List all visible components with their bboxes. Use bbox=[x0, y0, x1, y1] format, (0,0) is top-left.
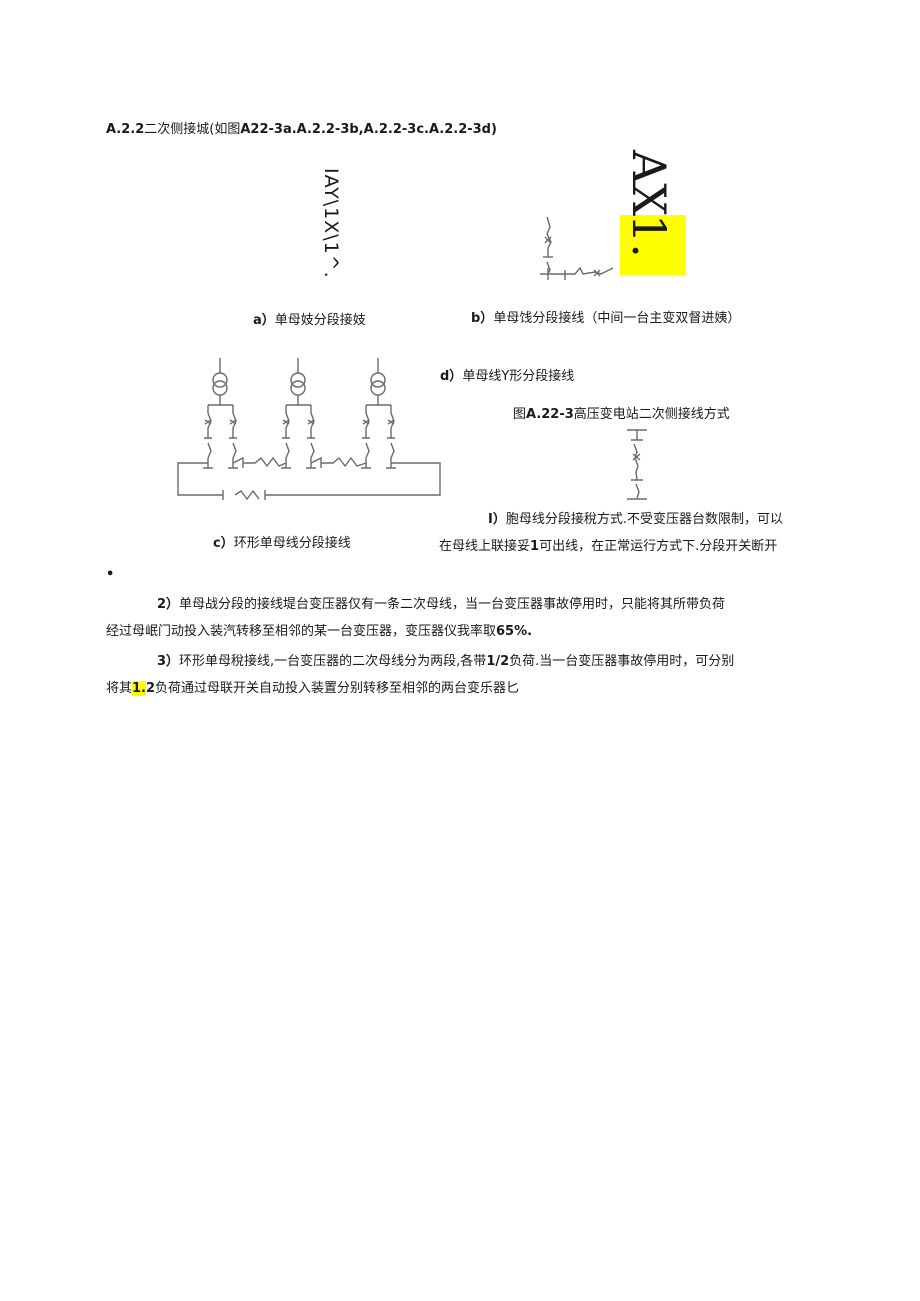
figure-b-highlight bbox=[620, 215, 686, 275]
paragraph-1-text: 胞母线分段接稅方式.不受变压器台数限制，可以 bbox=[505, 512, 783, 527]
figure-a-caption-text: 单母妓分段接妓 bbox=[274, 313, 366, 328]
figure-title-ref: A.22-3 bbox=[526, 407, 574, 422]
section-figure-refs: A22-3a.A.2.2-3b,A.2.2-3c.A.2.2-3d) bbox=[240, 122, 497, 137]
paragraph-1-text-a: 在母线上联接妥 bbox=[439, 539, 531, 554]
paragraph-3-text-c: 将其 bbox=[106, 681, 133, 696]
figure-b-rotated-text-ax: AX bbox=[622, 150, 676, 216]
paragraph-2-label: 2） bbox=[157, 597, 180, 612]
paragraph-1-number: 1 bbox=[530, 539, 540, 554]
paragraph-1-label: I） bbox=[488, 512, 506, 527]
figure-title-text: 高压变电站二次侧接线方式 bbox=[573, 407, 730, 422]
section-heading-text: 二次侧接城(如图 bbox=[144, 122, 241, 137]
figure-c-label: c） bbox=[213, 536, 234, 551]
paragraph-1-line-2: 在母线上联接妥1可出线，在正常运行方式下.分段开关断开 bbox=[439, 538, 777, 556]
figure-a-caption: a）单母妓分段接妓 bbox=[253, 312, 366, 330]
figure-a-rotated-text: IAY\1X\1^. bbox=[320, 168, 342, 279]
paragraph-3-fraction: 1/2 bbox=[486, 654, 510, 669]
figure-b-diagram bbox=[540, 216, 614, 280]
figure-d-label: d） bbox=[440, 369, 463, 384]
paragraph-3-label: 3） bbox=[157, 654, 180, 669]
figure-a-label: a） bbox=[253, 313, 275, 328]
ring-bus bbox=[177, 456, 441, 501]
section-heading: A.2.2二次侧接城(如图A22-3a.A.2.2-3b,A.2.2-3c.A.… bbox=[106, 121, 497, 139]
paragraph-3-line-2: 将其1.2负荷通过母联开关自动投入装置分别转移至相邻的两台变乐器匕 bbox=[106, 680, 519, 698]
paragraph-2-line-2: 经过母岷门动投入装汽转移至相邻的某一台变压器，变压器仪我率取65%. bbox=[106, 623, 532, 641]
bullet: • bbox=[106, 567, 115, 582]
section-number: A.2.2 bbox=[106, 122, 145, 137]
figure-d-caption-text: 单母线Y形分段接线 bbox=[462, 369, 575, 384]
paragraph-2-percentage: 65%. bbox=[496, 624, 533, 639]
paragraph-2-line-1: 2）单母战分段的接线堤台变压器仅有一条二次母线，当一台变压器事故停用时，只能将其… bbox=[157, 596, 725, 614]
figure-c-caption-text: 环形单母线分段接线 bbox=[233, 536, 351, 551]
paragraph-1-text-b: 可出线，在正常运行方式下.分段开关断开 bbox=[539, 539, 778, 554]
figure-title: 图A.22-3高压变电站二次侧接线方式 bbox=[513, 406, 730, 424]
paragraph-3-line-1: 3）环形单母稅接线,一台变压器的二次母线分为两段,各带1/2负荷.当一台变压器事… bbox=[157, 653, 734, 671]
paragraph-3-text-d: 负荷通过母联开关自动投入装置分别转移至相邻的两台变乐器匕 bbox=[155, 681, 520, 696]
figure-b-caption: b）单母饯分段接线（中间一台主变双督进姨） bbox=[471, 310, 740, 328]
transformer-2-icon bbox=[286, 358, 311, 406]
paragraph-1-line-1: I）胞母线分段接稅方式.不受变压器台数限制，可以 bbox=[488, 511, 783, 529]
paragraph-3-text-a: 环形单母稅接线,一台变压器的二次母线分为两段,各带 bbox=[179, 654, 487, 669]
paragraph-2-text-a: 经过母岷门动投入装汽转移至相邻的某一台变压器，变压器仪我率取 bbox=[106, 624, 497, 639]
paragraph-3-text-b: 负荷.当一台变压器事故停用时，可分别 bbox=[509, 654, 735, 669]
figure-b-label: b） bbox=[471, 311, 494, 326]
figure-b-caption-text: 单母饯分段接线（中间一台主变双督进姨） bbox=[493, 311, 741, 326]
paragraph-3-number: 2 bbox=[146, 681, 156, 696]
figure-c-diagram bbox=[177, 358, 441, 501]
figure-c-caption: c）环形单母线分段接线 bbox=[213, 535, 351, 553]
paragraph-2-text: 单母战分段的接线堤台变压器仅有一条二次母线，当一台变压器事故停用时，只能将其所带… bbox=[179, 597, 726, 612]
figure-d-diagram bbox=[627, 429, 647, 500]
figure-title-prefix: 图 bbox=[513, 407, 527, 422]
transformer-1-icon bbox=[208, 358, 233, 406]
transformer-3-icon bbox=[366, 358, 391, 406]
figure-b-rotated-text-1: 1. bbox=[622, 214, 676, 258]
switch-branches bbox=[203, 405, 396, 469]
figure-d-caption: d）单母线Y形分段接线 bbox=[440, 368, 574, 386]
paragraph-3-highlight: 1. bbox=[132, 681, 146, 696]
